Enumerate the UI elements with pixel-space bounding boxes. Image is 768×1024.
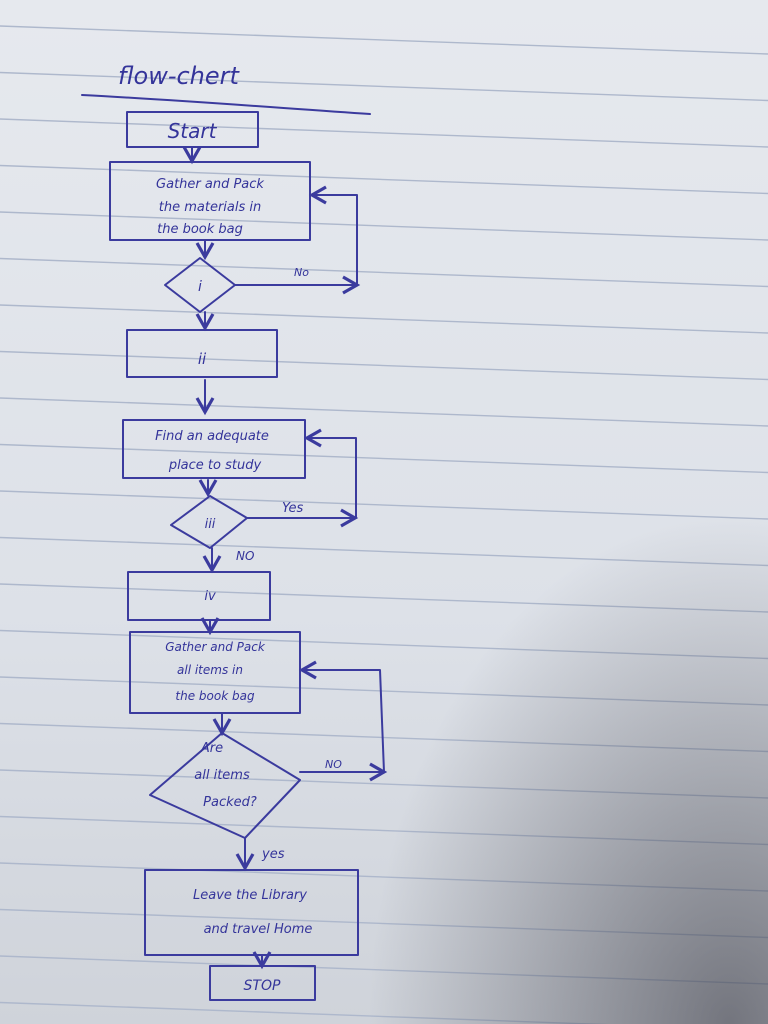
step5-line: the book bag (175, 689, 255, 703)
ruled-line (0, 350, 768, 381)
chart-title: flow-chert (118, 62, 241, 90)
decision3-line: Packed? (203, 795, 257, 810)
step5-line: all items in (177, 663, 243, 677)
step4-node (127, 571, 271, 621)
step5-line: Gather and Pack (165, 640, 266, 654)
step1-line: the book bag (157, 222, 243, 237)
ruled-line (0, 257, 768, 288)
ruled-line (0, 769, 768, 799)
edge-label-no: NO (236, 549, 254, 563)
step4-label: iv (204, 589, 216, 604)
edge-label-no: No (294, 266, 309, 279)
loop-arrow (303, 428, 357, 519)
step3-line: place to study (168, 458, 262, 473)
ruled-line (0, 908, 768, 939)
decision1-label: i (198, 279, 202, 295)
loop-arrow (298, 660, 385, 773)
start-label: Start (168, 119, 218, 143)
step2-label: ii (198, 350, 207, 368)
stop-label: STOP (244, 978, 281, 994)
ruled-line (0, 676, 768, 706)
step6-line: Leave the Library (193, 888, 307, 903)
ruled-line (0, 164, 768, 195)
ruled-lines (0, 25, 768, 1024)
step3-line: Find an adequate (155, 429, 269, 444)
ruled-line (0, 955, 768, 985)
ruled-line (0, 211, 768, 241)
ruled-line (0, 536, 768, 567)
step1-line: the materials in (159, 200, 261, 215)
ruled-line (0, 443, 768, 474)
step1-line: Gather and Pack (156, 177, 264, 192)
ruled-line (0, 583, 768, 613)
edge-label-no: NO (325, 758, 342, 771)
ruled-line (0, 815, 768, 846)
ruled-line (0, 862, 768, 892)
ruled-line (0, 397, 768, 427)
ruled-line (0, 118, 768, 148)
edge-label-yes: yes (261, 847, 285, 862)
decision3-line: all items (194, 768, 250, 783)
ruled-line (0, 25, 768, 55)
ruled-line (0, 490, 768, 520)
edge-label-yes: Yes (282, 501, 304, 516)
step6-line: and travel Home (204, 922, 313, 937)
step6-node (144, 869, 359, 956)
decision3-line: Are (200, 741, 223, 756)
ruled-line (0, 629, 768, 660)
ruled-line (0, 304, 768, 334)
ruled-line (0, 1001, 609, 1024)
decision2-label: iii (205, 517, 216, 532)
